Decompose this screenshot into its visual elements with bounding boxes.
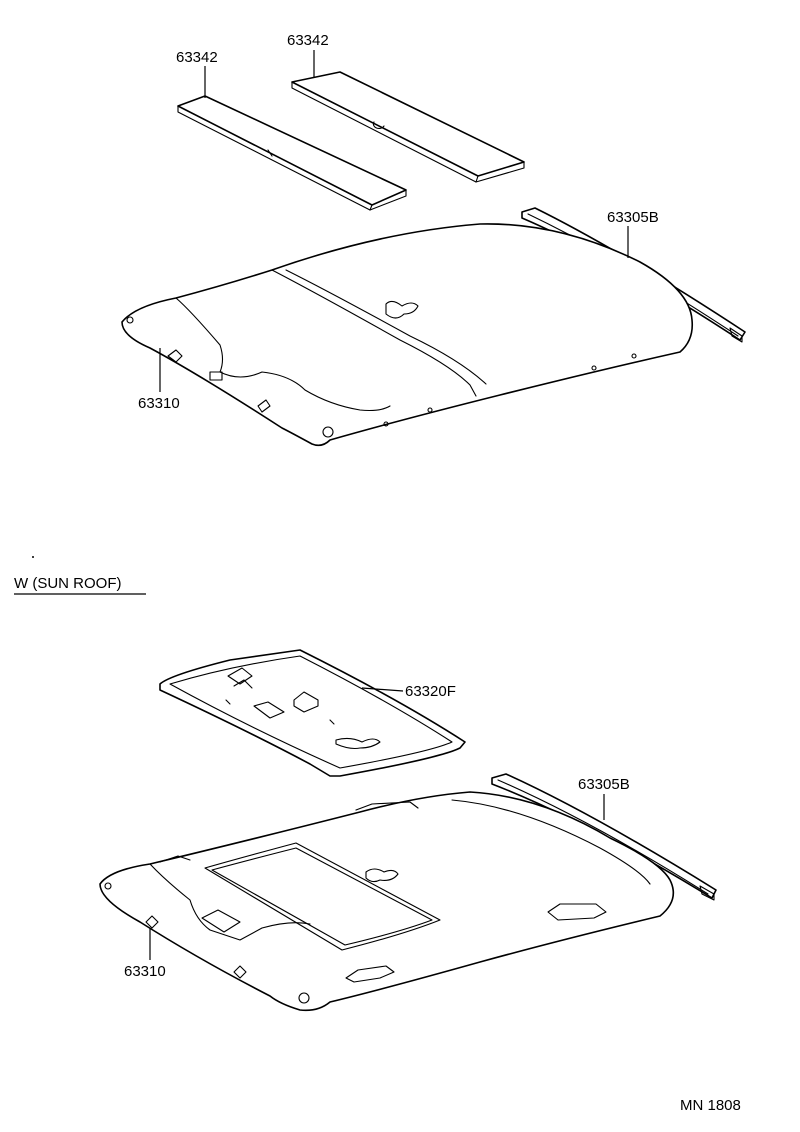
label-63310-bottom: 63310 <box>124 963 166 980</box>
headliner-top <box>121 223 694 447</box>
headliner-bottom <box>99 791 675 1012</box>
callout-insulator-b: 63342 <box>287 32 329 78</box>
bottom-assembly: 63320F 63305B 63310 <box>99 649 717 1012</box>
section-header-text: W (SUN ROOF) <box>14 575 121 592</box>
sunroof-trim-panel <box>159 649 466 777</box>
drawing-code: MN 1808 <box>680 1097 741 1114</box>
label-63320f: 63320F <box>405 683 456 700</box>
callout-rail-bottom: 63305B <box>578 776 630 820</box>
callout-headliner-bottom: 63310 <box>124 928 166 980</box>
label-63305b-bottom: 63305B <box>578 776 630 793</box>
callout-sunroof-trim: 63320F <box>361 683 456 700</box>
top-assembly: 63342 63342 63305B 63310 <box>121 32 746 447</box>
stray-mark <box>32 556 34 558</box>
callout-rail-top: 63305B <box>607 209 659 258</box>
insulator-pad-a <box>177 95 407 211</box>
sunroof-section-header: W (SUN ROOF) <box>14 575 146 595</box>
callout-insulator-a: 63342 <box>176 49 218 98</box>
label-63305b-top: 63305B <box>607 209 659 226</box>
label-63342-b: 63342 <box>287 32 329 49</box>
label-63310-top: 63310 <box>138 395 180 412</box>
label-63342-a: 63342 <box>176 49 218 66</box>
callout-headliner-top: 63310 <box>138 348 180 412</box>
insulator-pad-b <box>291 71 525 183</box>
